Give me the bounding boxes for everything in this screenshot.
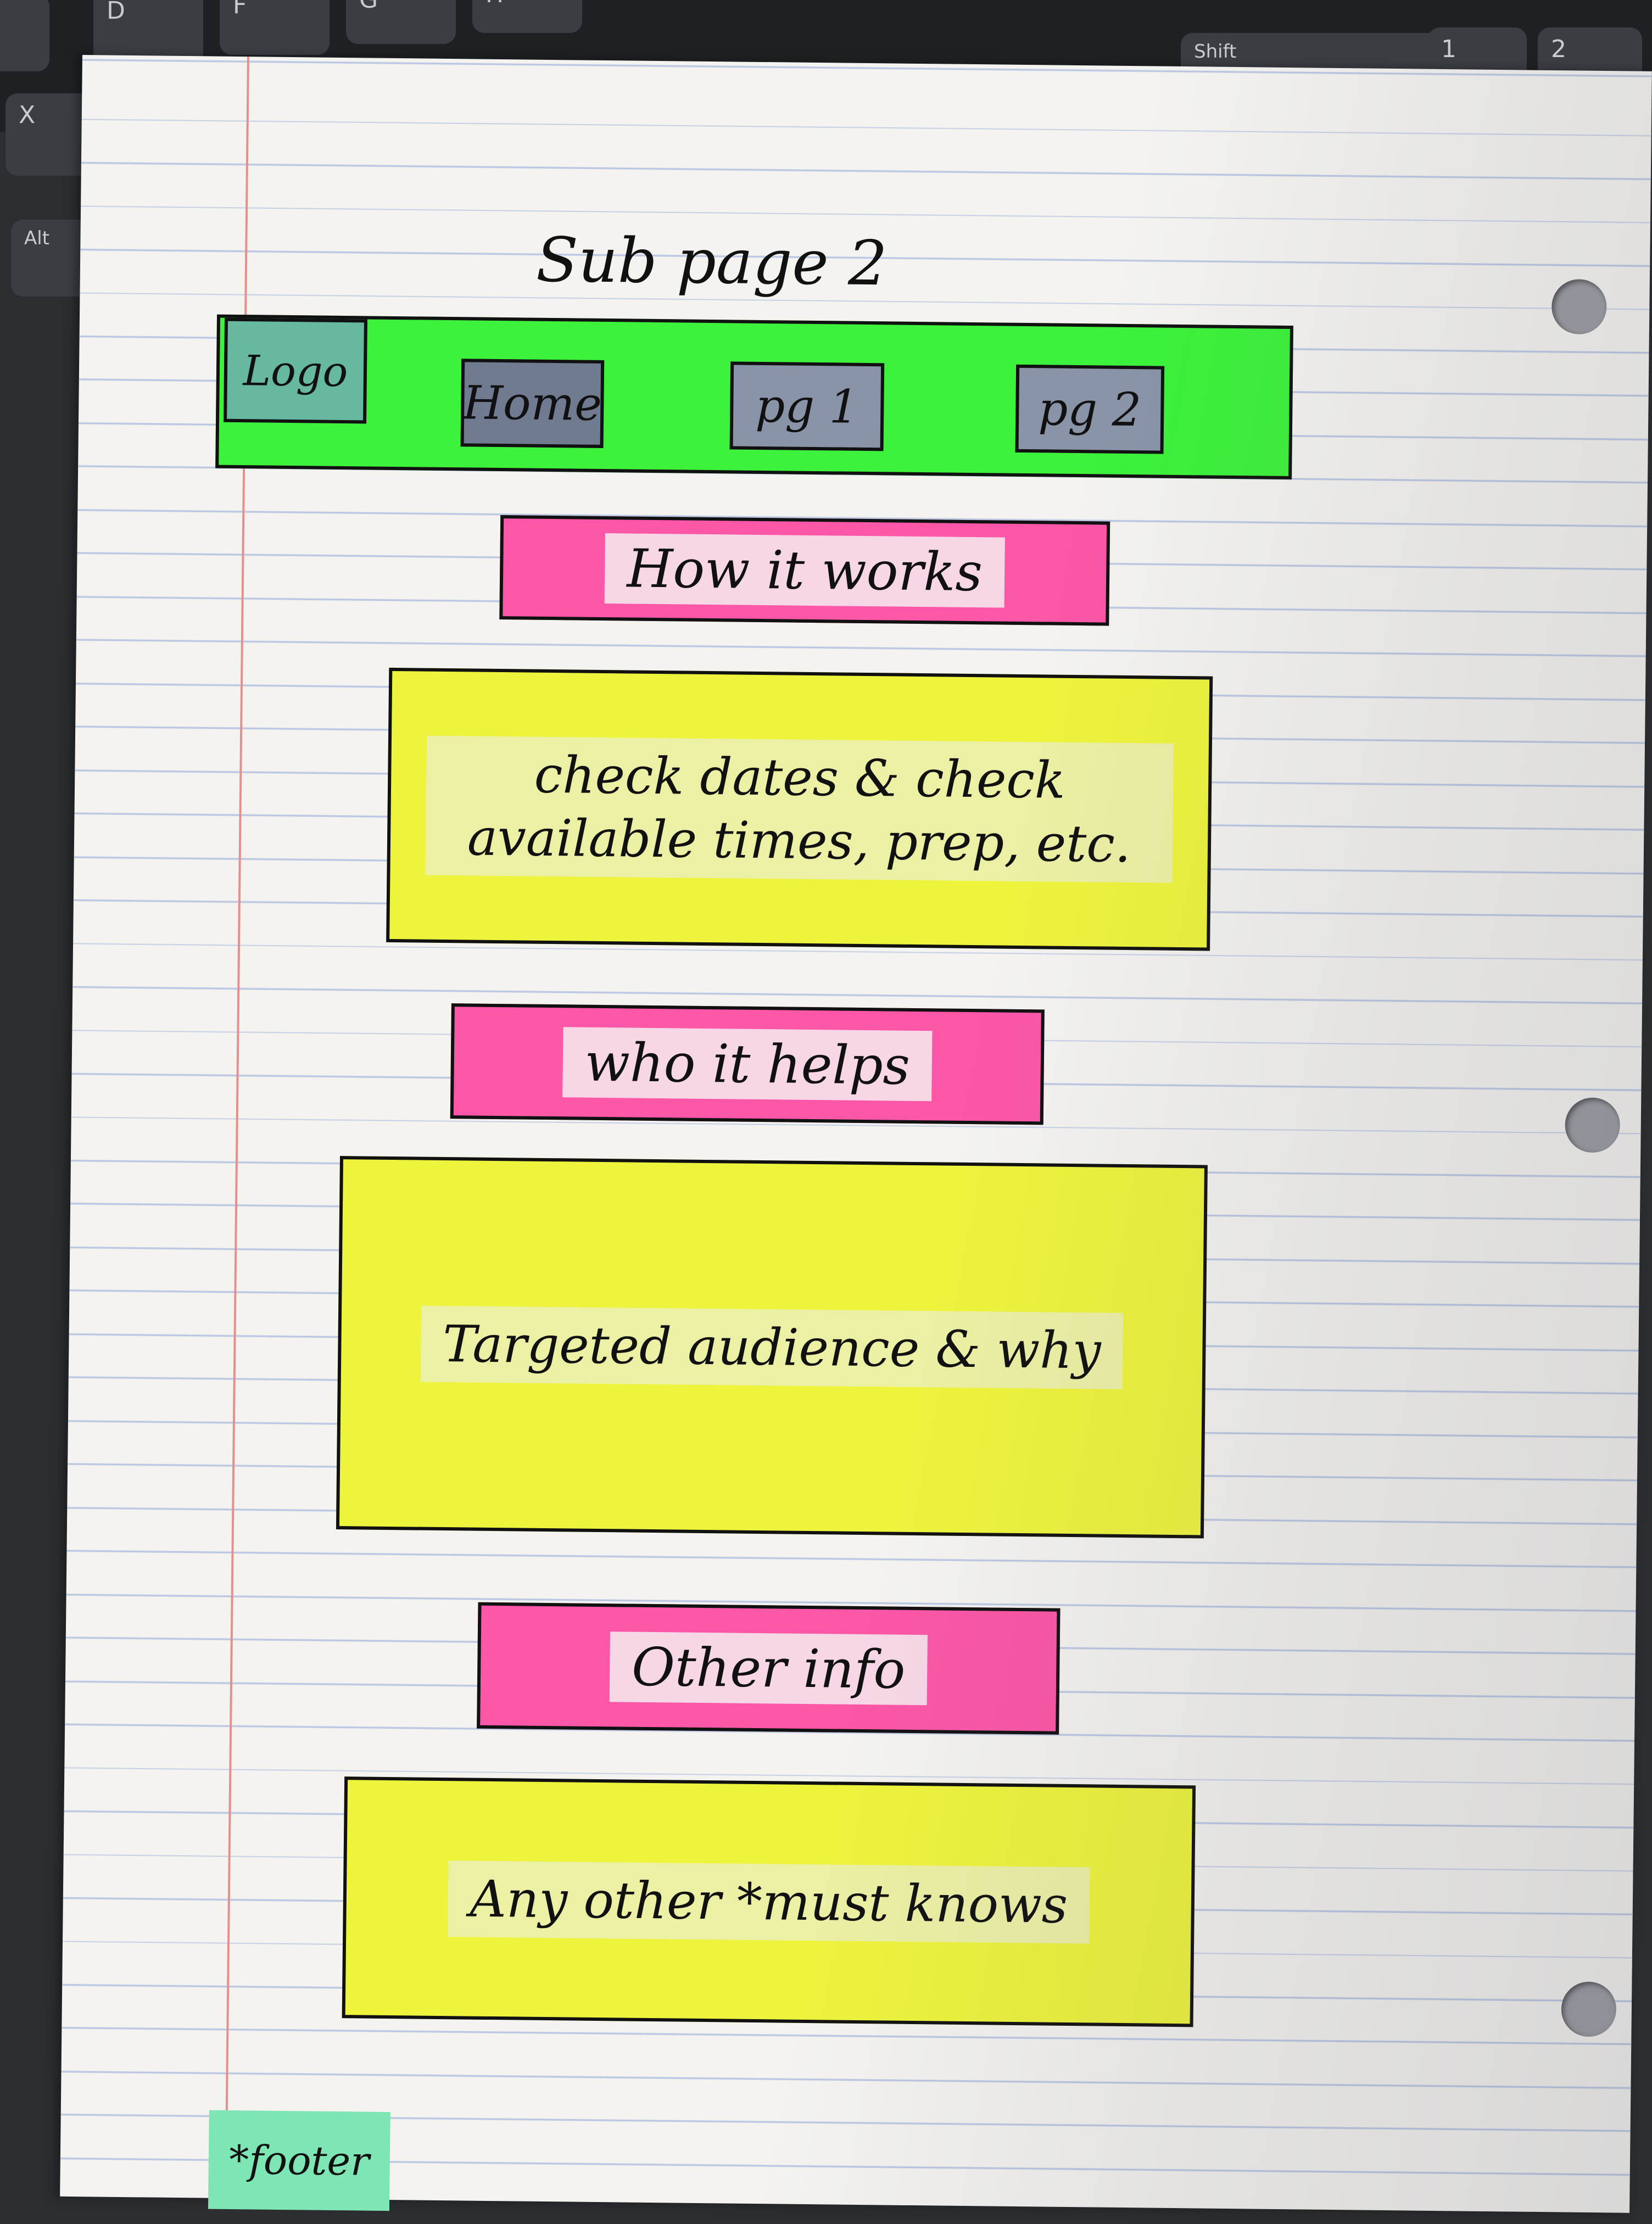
key-label: Alt <box>24 227 50 249</box>
section-content-how-it-works: check dates & check available times, pre… <box>386 667 1213 951</box>
nav-bar: Logo Home pg 1 pg 2 <box>215 314 1293 480</box>
wireframe-sheet: Sub page 2 Logo Home pg 1 pg 2 How it wo… <box>60 55 1652 2213</box>
footer: *footer <box>208 2110 390 2211</box>
key-label: X <box>19 101 36 129</box>
section-heading-who-it-helps: who it helps <box>450 1003 1045 1125</box>
keyboard-key-g: G <box>346 0 456 44</box>
key-label: Shift <box>1194 41 1237 63</box>
section-heading-label: Other info <box>609 1631 928 1706</box>
section-content-text: check dates & check available times, pre… <box>425 735 1174 883</box>
keyboard-key-s: S <box>0 0 49 71</box>
keyboard-key-f: F <box>220 0 330 55</box>
section-content-who-it-helps: Targeted audience & why <box>336 1156 1208 1539</box>
section-heading-label: who it helps <box>562 1027 933 1102</box>
keyboard-key-x: X <box>5 93 93 176</box>
key-label: F <box>233 0 247 19</box>
nav-pg1-button[interactable]: pg 1 <box>729 361 885 451</box>
section-heading-label: How it works <box>604 533 1005 608</box>
keyboard-key-h: H <box>472 0 582 33</box>
section-content-text: Any other *must knows <box>447 1860 1090 1943</box>
section-heading-other-info: Other info <box>477 1602 1061 1735</box>
page-title: Sub page 2 <box>535 224 888 300</box>
key-label: G <box>359 0 378 14</box>
logo[interactable]: Logo <box>224 317 367 424</box>
key-label: 1 <box>1441 35 1456 63</box>
section-content-other-info: Any other *must knows <box>342 1776 1196 2027</box>
punch-hole <box>1551 279 1607 335</box>
key-label: H <box>485 0 504 8</box>
punch-hole <box>1565 1097 1621 1153</box>
punch-hole <box>1561 1981 1617 2037</box>
key-label: 2 <box>1551 35 1566 63</box>
key-label: D <box>107 0 125 25</box>
section-content-text: Targeted audience & why <box>420 1305 1124 1389</box>
nav-pg2-button[interactable]: pg 2 <box>1015 364 1165 454</box>
section-heading-how-it-works: How it works <box>499 515 1110 626</box>
nav-home-button[interactable]: Home <box>460 359 605 448</box>
